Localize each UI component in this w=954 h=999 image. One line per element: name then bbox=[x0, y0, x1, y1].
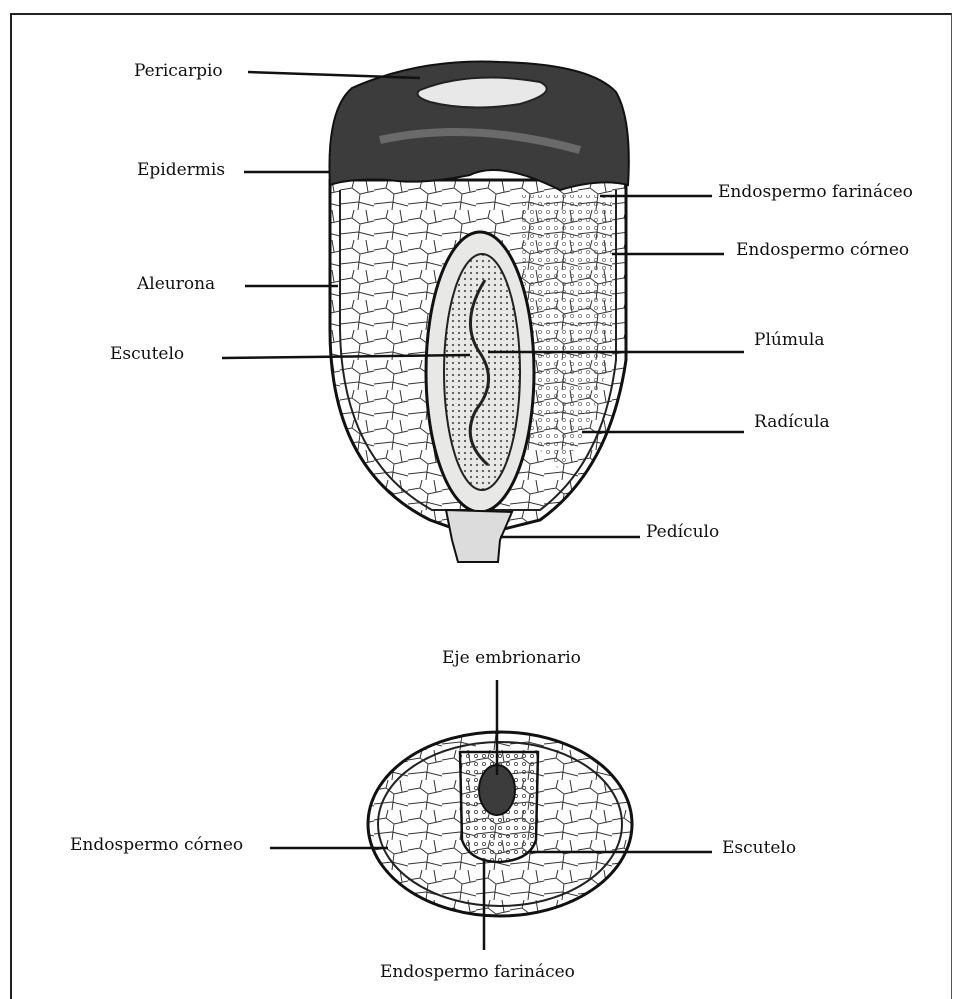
cross-section bbox=[368, 732, 632, 916]
longitudinal-section bbox=[329, 62, 628, 562]
label-plumula: Plúmula bbox=[754, 330, 824, 350]
label-endospermo-corneo-top: Endospermo córneo bbox=[736, 240, 909, 260]
label-endospermo-farinaceo-top: Endospermo farináceo bbox=[718, 182, 913, 202]
label-endospermo-corneo-bottom: Endospermo córneo bbox=[70, 835, 243, 855]
label-epidermis: Epidermis bbox=[137, 160, 225, 180]
label-pediculo: Pedículo bbox=[646, 522, 719, 542]
label-eje-embrionario: Eje embrionario bbox=[442, 648, 581, 668]
label-escutelo-top: Escutelo bbox=[110, 344, 184, 364]
label-endospermo-farinaceo-bottom: Endospermo farináceo bbox=[380, 962, 575, 982]
label-escutelo-bottom: Escutelo bbox=[722, 838, 796, 858]
label-pericarpio: Pericarpio bbox=[134, 61, 223, 81]
embryo-axis bbox=[444, 254, 520, 490]
label-radicula: Radícula bbox=[754, 412, 830, 432]
label-aleurona: Aleurona bbox=[137, 274, 215, 294]
